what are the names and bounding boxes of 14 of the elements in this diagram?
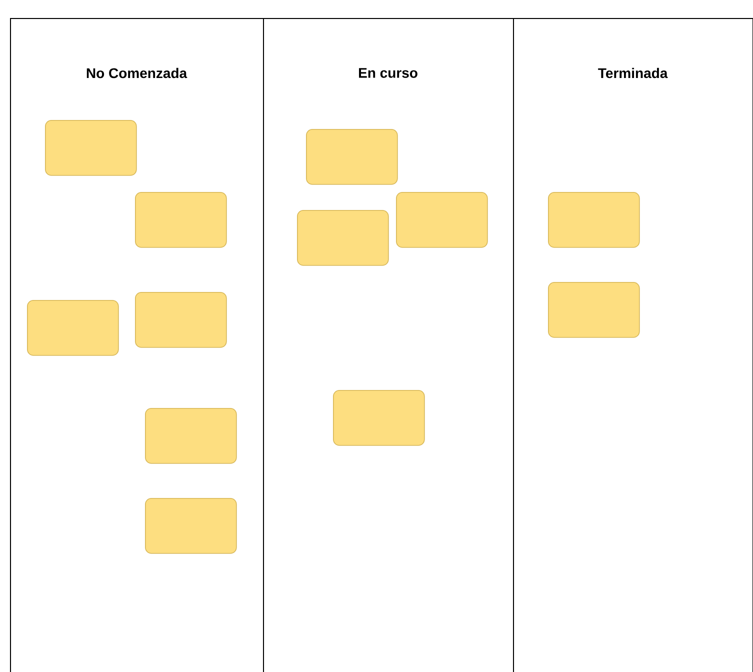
sticky-note [396,192,488,248]
sticky-note [548,282,640,338]
sticky-note [333,390,425,446]
sticky-note [297,210,389,266]
sticky-note [135,192,227,248]
board-column: No Comenzada [10,18,264,672]
sticky-note [145,498,237,554]
sticky-note [145,408,237,464]
board-column: En curso [263,18,514,672]
sticky-note [306,128,398,185]
sticky-note [27,300,119,356]
sticky-note [548,192,640,248]
sticky-note [135,292,227,348]
sticky-note [45,120,137,176]
